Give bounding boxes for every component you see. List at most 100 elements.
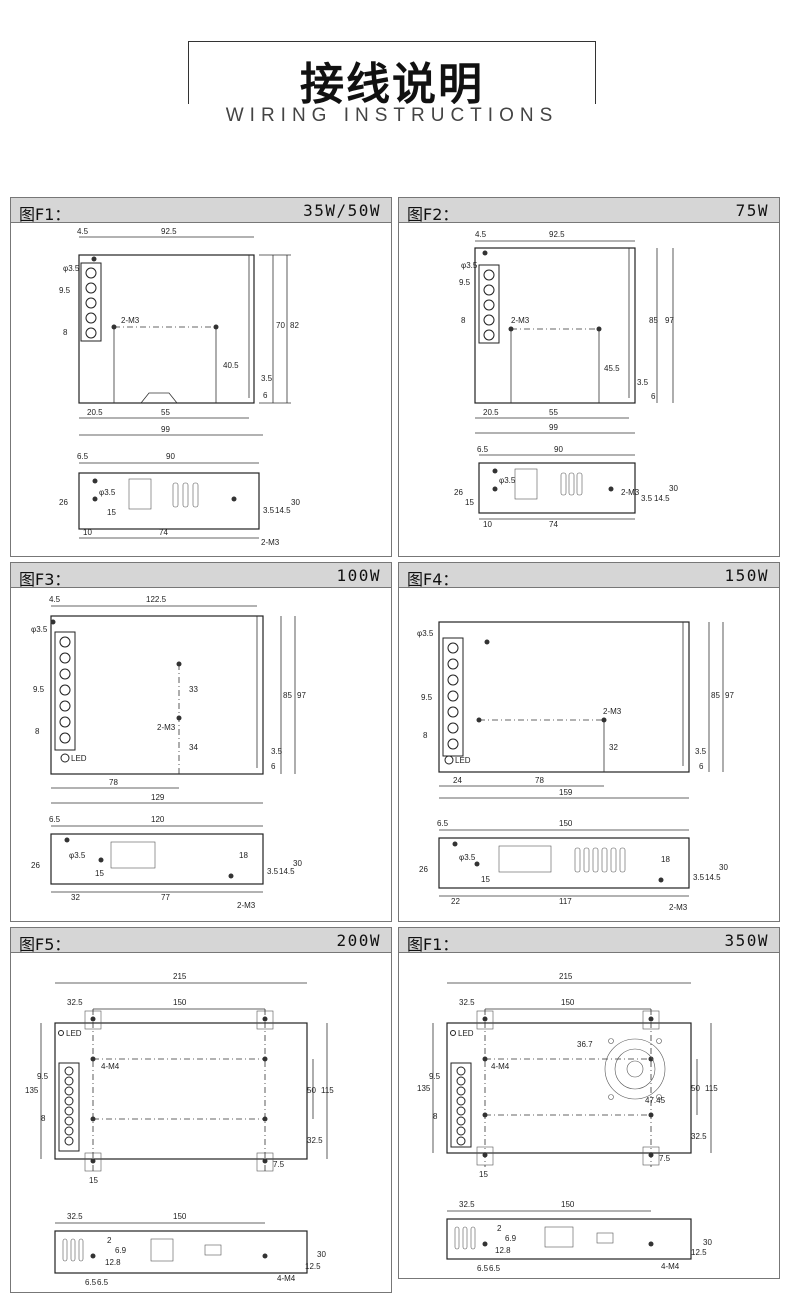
side-dim-h2: 15 xyxy=(481,875,490,884)
dim-hole: φ3.5 xyxy=(31,625,48,634)
side-dim-h3: 18 xyxy=(239,851,248,860)
drawing-f4: LED φ3.5 9.5 8 2-M3 85 97 32 3.5 6 24 78… xyxy=(417,621,734,912)
dim-w2: 122.5 xyxy=(146,595,167,604)
dim-w2: 92.5 xyxy=(549,230,565,239)
panel-f5-200w: 图F5： 200W LED 215 32.5 150 135 50 115 32… xyxy=(10,927,392,1293)
panel-header: 图F4： 150W xyxy=(399,563,779,589)
dim-pitch1: 9.5 xyxy=(37,1072,49,1081)
side-dim-h5: 2 xyxy=(497,1224,502,1233)
side-dim-h2: 12.5 xyxy=(691,1248,707,1257)
dim-h1: 85 xyxy=(283,691,292,700)
side-dim-h5: 2 xyxy=(107,1236,112,1245)
panel-label: 图F1： xyxy=(19,205,71,224)
dim-w1: 4.5 xyxy=(475,230,487,239)
side-dim-h6: 30 xyxy=(719,863,728,872)
side-dim-b1: 32 xyxy=(71,893,80,902)
side-dim-h4: 3.5 xyxy=(267,867,279,876)
dim-screw: 2-M3 xyxy=(511,316,530,325)
side-dim-h1: 26 xyxy=(454,488,463,497)
dim-b1: 78 xyxy=(109,778,118,787)
dim-w1: 4.5 xyxy=(49,595,61,604)
dim-w3: 150 xyxy=(561,998,575,1007)
side-dim-h4: 6.9 xyxy=(115,1246,127,1255)
dim-b3: 99 xyxy=(549,423,558,432)
side-dim-screw: 4-M4 xyxy=(661,1262,680,1271)
page-title: 接线说明 xyxy=(300,59,484,110)
dim-fan2: 47.45 xyxy=(645,1096,666,1105)
panel-power: 35W/50W xyxy=(303,201,381,220)
dim-d3: 3.5 xyxy=(271,747,283,756)
side-dim-w2: 90 xyxy=(554,445,563,454)
fan-grille xyxy=(604,1038,666,1100)
side-view-body xyxy=(54,1230,308,1274)
top-view-body xyxy=(438,621,690,773)
panel-power: 75W xyxy=(735,201,769,220)
side-dim-h3: 12.8 xyxy=(495,1246,511,1255)
title-frame xyxy=(188,41,596,115)
side-dim-h3: 18 xyxy=(661,855,670,864)
dim-d1: 33 xyxy=(189,685,198,694)
panel-power: 200W xyxy=(336,931,381,950)
dim-d3: 6 xyxy=(699,762,704,771)
dim-d2: 34 xyxy=(189,743,198,752)
panel-power: 100W xyxy=(336,566,381,585)
side-dim-w2: 150 xyxy=(561,1200,575,1209)
side-dim-w2: 90 xyxy=(166,452,175,461)
dim-b1: 15 xyxy=(89,1176,98,1185)
dim-pitch2: 8 xyxy=(461,316,466,325)
dim-h4: 32.5 xyxy=(307,1136,323,1145)
dim-h2: 97 xyxy=(297,691,306,700)
dim-d1: 32 xyxy=(609,743,618,752)
side-dim-h2: 15 xyxy=(107,508,116,517)
led-label: LED xyxy=(66,1029,82,1038)
dim-hole: φ3.5 xyxy=(63,264,80,273)
side-dim-h4: 14.5 xyxy=(275,506,291,515)
dim-pitch2: 8 xyxy=(433,1112,438,1121)
dim-h2: 50 xyxy=(307,1086,316,1095)
dim-pitch2: 8 xyxy=(63,328,68,337)
side-dim-screw: 2-M3 xyxy=(237,901,256,910)
side-dim-b2: 6.5 xyxy=(489,1264,501,1273)
dim-h3: 115 xyxy=(705,1084,718,1093)
side-dim-b2: 74 xyxy=(549,520,558,529)
side-dim-b2: 117 xyxy=(559,897,572,906)
dim-h2: 97 xyxy=(665,316,674,325)
dim-b3: 129 xyxy=(151,793,165,802)
panel-header: 图F1： 35W/50W xyxy=(11,198,391,224)
panel-power: 350W xyxy=(724,931,769,950)
side-dim-hole: φ3.5 xyxy=(499,476,516,485)
side-dim-b2: 77 xyxy=(161,893,170,902)
dim-w2: 32.5 xyxy=(67,998,83,1007)
dim-w3: 150 xyxy=(173,998,187,1007)
dim-b2: 55 xyxy=(161,408,170,417)
led-label: LED xyxy=(71,754,87,763)
dim-h2: 50 xyxy=(691,1084,700,1093)
dim-pitch2: 8 xyxy=(41,1114,46,1123)
led-label: LED xyxy=(458,1029,474,1038)
dim-screw: 2-M3 xyxy=(157,723,176,732)
side-dim-b1: 10 xyxy=(83,528,92,537)
side-dim-h2: 12.5 xyxy=(305,1262,321,1271)
side-dim-b1: 6.5 xyxy=(477,1264,489,1273)
panel-header: 图F5： 200W xyxy=(11,928,391,954)
side-dim-b1: 22 xyxy=(451,897,460,906)
side-dim-h2: 15 xyxy=(465,498,474,507)
side-dim-h5: 30 xyxy=(291,498,300,507)
side-dim-h1: 30 xyxy=(317,1250,326,1259)
dim-h3: 115 xyxy=(321,1086,334,1095)
side-dim-screw: 2-M3 xyxy=(621,488,640,497)
dim-b3: 159 xyxy=(559,788,573,797)
side-dim-screw: 2-M3 xyxy=(669,903,688,912)
dim-d2: 3.5 xyxy=(261,374,273,383)
side-dim-h4: 6.9 xyxy=(505,1234,517,1243)
dim-fan1: 36.7 xyxy=(577,1040,593,1049)
dim-d3: 6 xyxy=(263,391,268,400)
dim-pitch1: 9.5 xyxy=(429,1072,441,1081)
dim-w1: 215 xyxy=(173,972,187,981)
drawing-f1: 4.5 92.5 φ3.5 9.5 8 2-M3 70 82 40.5 3.5 … xyxy=(59,227,300,547)
top-view-body xyxy=(50,615,264,775)
side-view-body xyxy=(50,833,264,885)
dim-w1: 215 xyxy=(559,972,573,981)
side-dim-h3: 12.8 xyxy=(105,1258,121,1267)
side-dim-b2: 74 xyxy=(159,528,168,537)
